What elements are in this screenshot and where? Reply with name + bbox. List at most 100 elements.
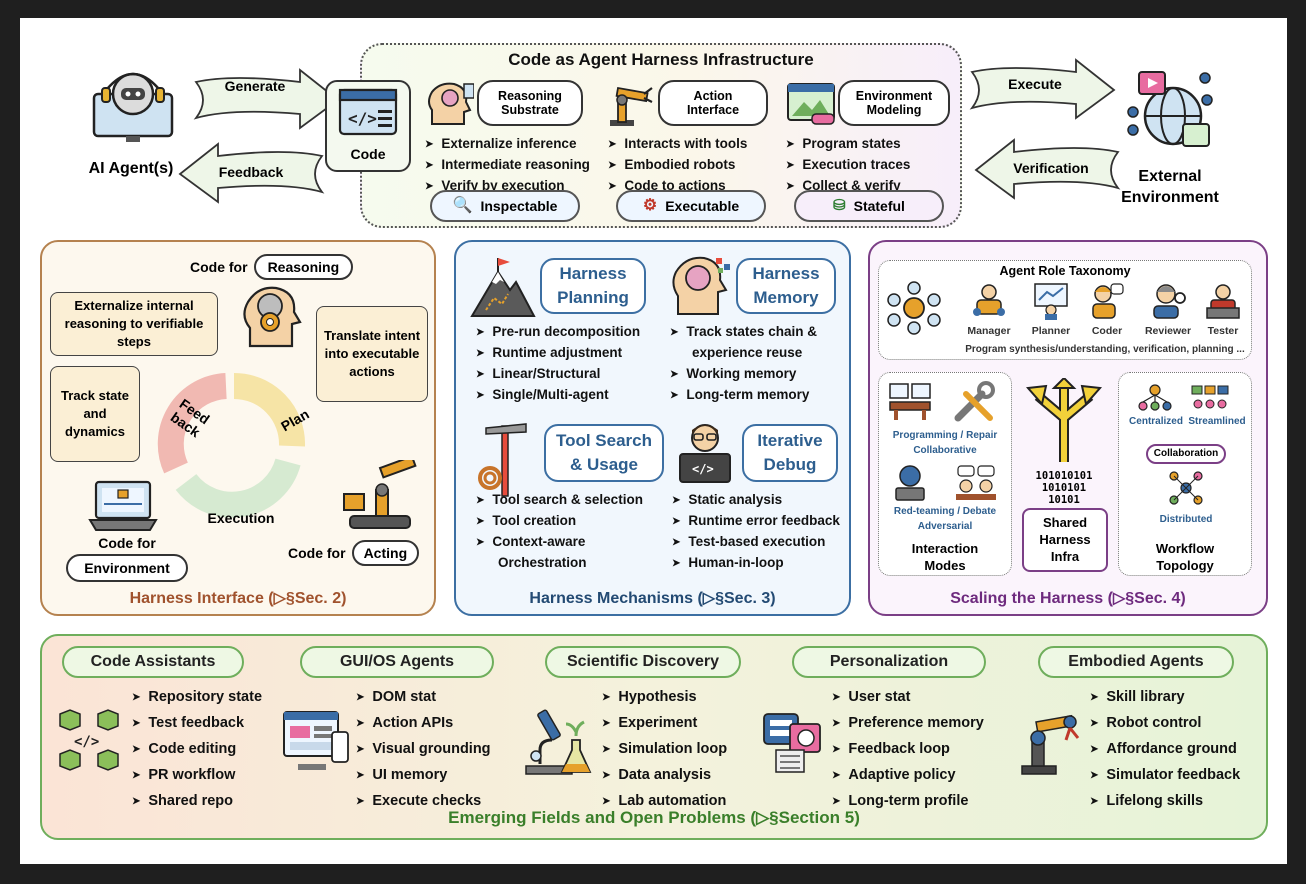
taxonomy-title: Agent Role Taxonomy: [999, 264, 1131, 278]
developer-laptop-icon: </>: [679, 424, 731, 483]
execute-arrow-icon: [969, 58, 1116, 120]
code-label: Code: [350, 146, 386, 162]
list-item: Linear/Structural: [476, 364, 640, 385]
list-item: Long-term memory: [670, 385, 817, 406]
list-item: Embodied robots: [608, 155, 747, 176]
bubble-translate: Translate intent into executable actions: [316, 306, 428, 402]
team-network-icon: [887, 281, 941, 335]
microscope-flask-icon: [525, 709, 592, 775]
embodied-list: Skill library Robot control Affordance g…: [1090, 685, 1240, 815]
industrial-robot-icon: [1021, 714, 1080, 775]
feedback-arrow-icon: [178, 142, 325, 204]
environment-screen-icon: [787, 83, 835, 125]
list-item: Simulator feedback: [1090, 763, 1240, 789]
list-item: Feedback loop: [832, 737, 984, 763]
list-item: Code editing: [132, 737, 262, 763]
distributed-icon: [1169, 471, 1203, 505]
laptop-icon: [88, 480, 158, 531]
gear-check-icon: ⚙: [642, 196, 658, 214]
role-reviewer: Reviewer: [1138, 282, 1198, 337]
reasoning-list: Externalize inference Intermediate reaso…: [425, 134, 590, 197]
hacker-icon: [895, 465, 925, 501]
list-item: Human-in-loop: [672, 553, 840, 574]
list-item: Static analysis: [672, 490, 840, 511]
list-item: Lifelong skills: [1090, 789, 1240, 815]
diagram-canvas: Code as Agent Harness Infrastructure AI …: [20, 18, 1287, 864]
list-item: Tool creation: [476, 511, 643, 532]
shared-harness-infra-box: [1022, 508, 1108, 572]
svg-text:</>: </>: [692, 462, 714, 476]
bubble-externalize: Externalize internal reasoning to verifi…: [50, 292, 218, 356]
brain-head-icon: [428, 82, 474, 125]
list-item: Code to actions: [608, 176, 747, 197]
planner-icon: [1034, 283, 1068, 320]
list-item: Pre-run decomposition: [476, 322, 640, 343]
list-item: Robot control: [1090, 711, 1240, 737]
list-item: Shared repo: [132, 789, 262, 815]
streamlined-label: Streamlined: [1188, 416, 1246, 427]
list-item: Runtime error feedback: [672, 511, 840, 532]
personalization-list: User stat Preference memory Feedback loo…: [832, 685, 984, 815]
list-item: Lab automation: [602, 789, 727, 815]
list-item: Execution traces: [786, 155, 910, 176]
wrench-screwdriver-icon: [954, 381, 995, 422]
list-item: PR workflow: [132, 763, 262, 789]
environment-pill: Environment: [66, 554, 188, 582]
cycle-arrows-icon: [157, 373, 306, 518]
tool-list: Tool search & selection Tool creation Co…: [476, 490, 643, 574]
list-item: Collect & verify: [786, 176, 910, 197]
memory-list: Track states chain & experience reuse Wo…: [670, 322, 817, 406]
distributed-label: Distributed: [1159, 514, 1213, 525]
list-item: Single/Multi-agent: [476, 385, 640, 406]
executable-badge: ⚙Executable: [616, 190, 766, 222]
magnifier-icon: 🔍: [452, 196, 473, 214]
list-item: User stat: [832, 685, 984, 711]
verification-label: Verification: [1013, 160, 1089, 176]
code-for-acting: Code for Acting: [288, 540, 420, 566]
verification-arrow-icon: [974, 138, 1121, 200]
gui-os-list: DOM stat Action APIs Visual grounding UI…: [356, 685, 491, 815]
list-item: Runtime adjustment: [476, 343, 640, 364]
gui-os-agents-pill: GUI/OS Agents: [300, 646, 494, 678]
action-list: Interacts with tools Embodied robots Cod…: [608, 134, 747, 197]
brain-gear-icon: [243, 286, 302, 348]
role-planner: Planner: [1022, 282, 1080, 337]
list-item: Visual grounding: [356, 737, 490, 763]
branching-arrows-icon: [1025, 378, 1103, 462]
personalization-pill: Personalization: [792, 646, 986, 678]
collaboration-pill: Collaboration: [1146, 444, 1226, 464]
debate-icon: [956, 465, 996, 500]
list-item: Externalize inference: [425, 134, 590, 155]
code-for-environment-label: Code for: [98, 535, 156, 551]
head-memory-icon: [672, 256, 730, 315]
list-item: Adaptive policy: [832, 763, 984, 789]
execution-label: Execution: [207, 510, 275, 526]
list-item: Test-based execution: [672, 532, 840, 553]
role-coder: Coder: [1078, 282, 1136, 337]
mountain-flag-icon: [470, 258, 536, 317]
execute-label: Execute: [1008, 76, 1062, 92]
generate-arrow-icon: [193, 68, 340, 130]
code-assistants-list: Repository state Test feedback Code edit…: [132, 685, 262, 815]
bubble-track-state: Track state and dynamics: [50, 366, 140, 462]
robot-arm-acting-icon: [343, 460, 417, 529]
list-item: Test feedback: [132, 711, 262, 737]
ice-axe-rope-icon: [478, 423, 527, 497]
list-item: Tool search & selection: [476, 490, 643, 511]
code-assistants-pill: Code Assistants: [62, 646, 244, 678]
tool-search-label: Tool Search& Usage: [544, 424, 664, 482]
generate-label: Generate: [224, 78, 286, 94]
role-tester: Tester: [1196, 282, 1250, 337]
list-item: DOM stat: [356, 685, 491, 711]
emerging-footer: Emerging Fields and Open Problems (▷§Sec…: [448, 808, 860, 827]
svg-text:</>: </>: [74, 734, 99, 750]
